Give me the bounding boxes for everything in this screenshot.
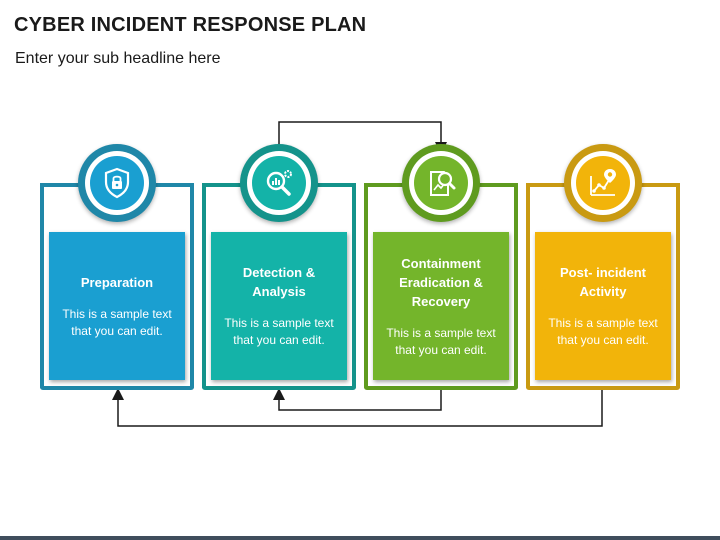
step-icon-badge [564, 144, 642, 222]
step-title: Post- incident Activity [560, 265, 646, 299]
step-title: Detection & Analysis [242, 265, 316, 299]
step-frame-detection [202, 183, 356, 390]
top-connector-arrow [278, 121, 447, 158]
step-title: Preparation [80, 274, 154, 290]
step-frame-preparation [40, 183, 194, 390]
step-text: This is a sample text that you can edit. [548, 316, 658, 347]
step-text: This is a sample text that you can edit. [62, 306, 172, 338]
step-card-preparation: Preparation This is a sample text that y… [49, 232, 185, 380]
inner-bottom-connector-arrow [273, 388, 442, 411]
page-subtitle: Enter your sub headline here [15, 50, 221, 67]
step-card-post-incident: Post- incident Activity This is a sample… [535, 232, 671, 380]
location-graph-icon [590, 169, 616, 196]
step-icon-badge [402, 144, 480, 222]
magnifier-gear-icon [266, 170, 292, 196]
page-title: CYBER INCIDENT RESPONSE PLAN [14, 14, 367, 36]
step-title: Containment Eradication & Recovery [399, 255, 483, 309]
step-text: This is a sample text that you can edit. [386, 325, 496, 357]
step-icon-badge [240, 144, 318, 222]
step-frame-containment [364, 183, 518, 390]
shield-lock-icon [104, 167, 130, 199]
step-card-detection: Detection & Analysis This is a sample te… [211, 232, 347, 380]
outer-bottom-connector-arrow [112, 388, 603, 427]
step-text: This is a sample text that you can edit. [224, 316, 334, 347]
document-magnifier-icon [430, 171, 456, 196]
step-frame-post-incident [526, 183, 680, 390]
step-icon-badge [78, 144, 156, 222]
footer-bar [0, 536, 720, 540]
step-card-containment: Containment Eradication & Recovery This … [373, 232, 509, 380]
